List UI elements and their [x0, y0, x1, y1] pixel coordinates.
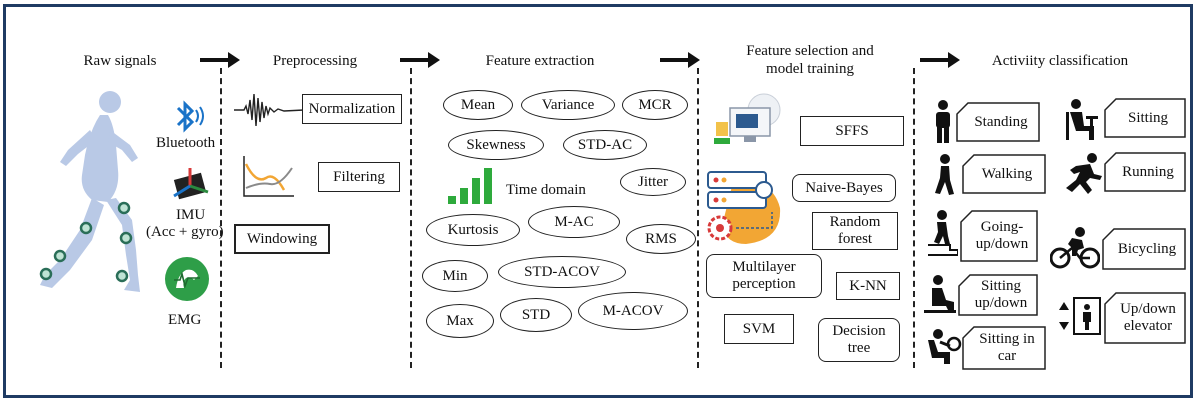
sit-stand-person-icon: [924, 275, 956, 313]
server-gear-icon: [707, 171, 781, 244]
stage-title-feature-selection-line2: model training: [766, 61, 854, 77]
activity-sitting-label: Sitting: [1127, 109, 1168, 126]
stage-title-feature-extraction: Feature extraction: [485, 53, 595, 69]
feature-max: Max: [426, 304, 494, 338]
activity-elevator-line1: Up/down: [1120, 301, 1176, 317]
bluetooth-icon: [176, 100, 204, 133]
feature-rms: RMS: [626, 224, 696, 254]
stage-title-raw: Raw signals: [83, 53, 157, 69]
model-random-forest-line1: Random: [829, 214, 881, 230]
activity-standing: Standing: [956, 102, 1040, 142]
stage-title-feature-selection-line1: Feature selection and: [746, 43, 874, 59]
feature-std: STD: [500, 298, 572, 332]
windowing-box: Windowing: [234, 224, 330, 254]
activity-bicycling: Bicycling: [1102, 228, 1186, 270]
stage-title-classification: Activiity classification: [991, 53, 1129, 69]
activity-going-up-down: Going- up/down: [960, 210, 1038, 262]
elevator-icon: [1059, 297, 1101, 335]
arrow-pre-to-feat: [400, 52, 440, 68]
walking-person-icon: [935, 154, 954, 195]
imu-label: IMU: [176, 207, 206, 223]
model-sffs: SFFS: [800, 116, 904, 146]
activity-going-line2: up/down: [975, 236, 1029, 252]
model-decision-tree: Decision tree: [818, 318, 900, 362]
computer-icon: [714, 93, 781, 144]
arrow-raw-to-pre: [200, 52, 240, 68]
activity-sitting-ud-line2: up/down: [974, 295, 1028, 311]
time-domain-label: Time domain: [506, 182, 586, 198]
normalization-box: Normalization: [302, 94, 402, 124]
imu-chip-icon: [173, 168, 209, 200]
activity-walking-label: Walking: [981, 165, 1033, 182]
emg-label: EMG: [168, 312, 202, 328]
standing-person-icon: [936, 100, 950, 143]
model-random-forest: Random forest: [812, 212, 898, 250]
separator-3: [697, 68, 699, 368]
arrow-feat-to-sel: [660, 52, 700, 68]
feature-mean: Mean: [443, 90, 513, 120]
activity-sitting: Sitting: [1104, 98, 1186, 138]
separator-1: [220, 68, 222, 368]
bluetooth-label: Bluetooth: [156, 135, 216, 151]
model-svm: SVM: [724, 314, 794, 344]
stairs-person-icon: [928, 210, 958, 256]
feature-m-ac: M-AC: [528, 206, 620, 238]
feature-std-ac: STD-AC: [563, 130, 647, 160]
activity-bicycling-label: Bicycling: [1117, 240, 1177, 257]
car-seat-person-icon: [928, 329, 962, 364]
stage-title-feature-selection: Feature selection and model training: [725, 42, 895, 78]
bar-chart-icon: [448, 168, 492, 204]
activity-sitting-in-car: Sitting in car: [962, 326, 1046, 370]
imu-sublabel: (Acc + gyro): [146, 224, 224, 240]
activity-running-label: Running: [1122, 163, 1174, 180]
model-multilayer-perception: Multilayer perception: [706, 254, 822, 298]
feature-kurtosis: Kurtosis: [426, 214, 520, 246]
activity-sitting-up-down: Sitting up/down: [958, 274, 1038, 316]
model-mlp-line1: Multilayer: [732, 259, 796, 275]
sitting-person-icon: [1066, 99, 1098, 140]
filter-chart-icon: [243, 156, 294, 197]
feature-min: Min: [422, 260, 488, 292]
feature-std-acov: STD-ACOV: [498, 256, 626, 288]
model-random-forest-line2: forest: [837, 231, 873, 247]
separator-2: [410, 68, 412, 368]
feature-skewness: Skewness: [448, 130, 544, 160]
activity-up-down-elevator: Up/down elevator: [1104, 292, 1186, 344]
feature-mcr: MCR: [622, 90, 688, 120]
running-body-icon: [39, 91, 140, 292]
activity-walking: Walking: [962, 154, 1046, 194]
feature-variance: Variance: [521, 90, 615, 120]
activity-going-line1: Going-: [980, 219, 1024, 235]
activity-elevator-line2: elevator: [1123, 318, 1173, 334]
model-decision-tree-line2: tree: [847, 340, 871, 356]
activity-car-line1: Sitting in: [979, 331, 1035, 347]
emg-arm-icon: [165, 257, 209, 301]
feature-jitter: Jitter: [620, 168, 686, 196]
model-mlp-line2: perception: [732, 276, 796, 292]
feature-m-acov: M-ACOV: [578, 292, 688, 330]
activity-standing-label: Standing: [974, 113, 1028, 130]
activity-car-line2: car: [997, 348, 1017, 364]
model-decision-tree-line1: Decision: [832, 323, 886, 339]
bicycle-person-icon: [1050, 227, 1100, 269]
running-person-icon: [1066, 153, 1102, 194]
activity-sitting-ud-line1: Sitting: [980, 278, 1021, 294]
stage-title-preprocessing: Preprocessing: [272, 53, 358, 69]
arrow-sel-to-cls: [920, 52, 960, 68]
waveform-icon: [234, 93, 304, 127]
filtering-box: Filtering: [318, 162, 400, 192]
separator-4: [913, 68, 915, 368]
model-naive-bayes: Naive-Bayes: [792, 174, 896, 202]
activity-running: Running: [1104, 152, 1186, 192]
model-knn: K-NN: [836, 272, 900, 300]
